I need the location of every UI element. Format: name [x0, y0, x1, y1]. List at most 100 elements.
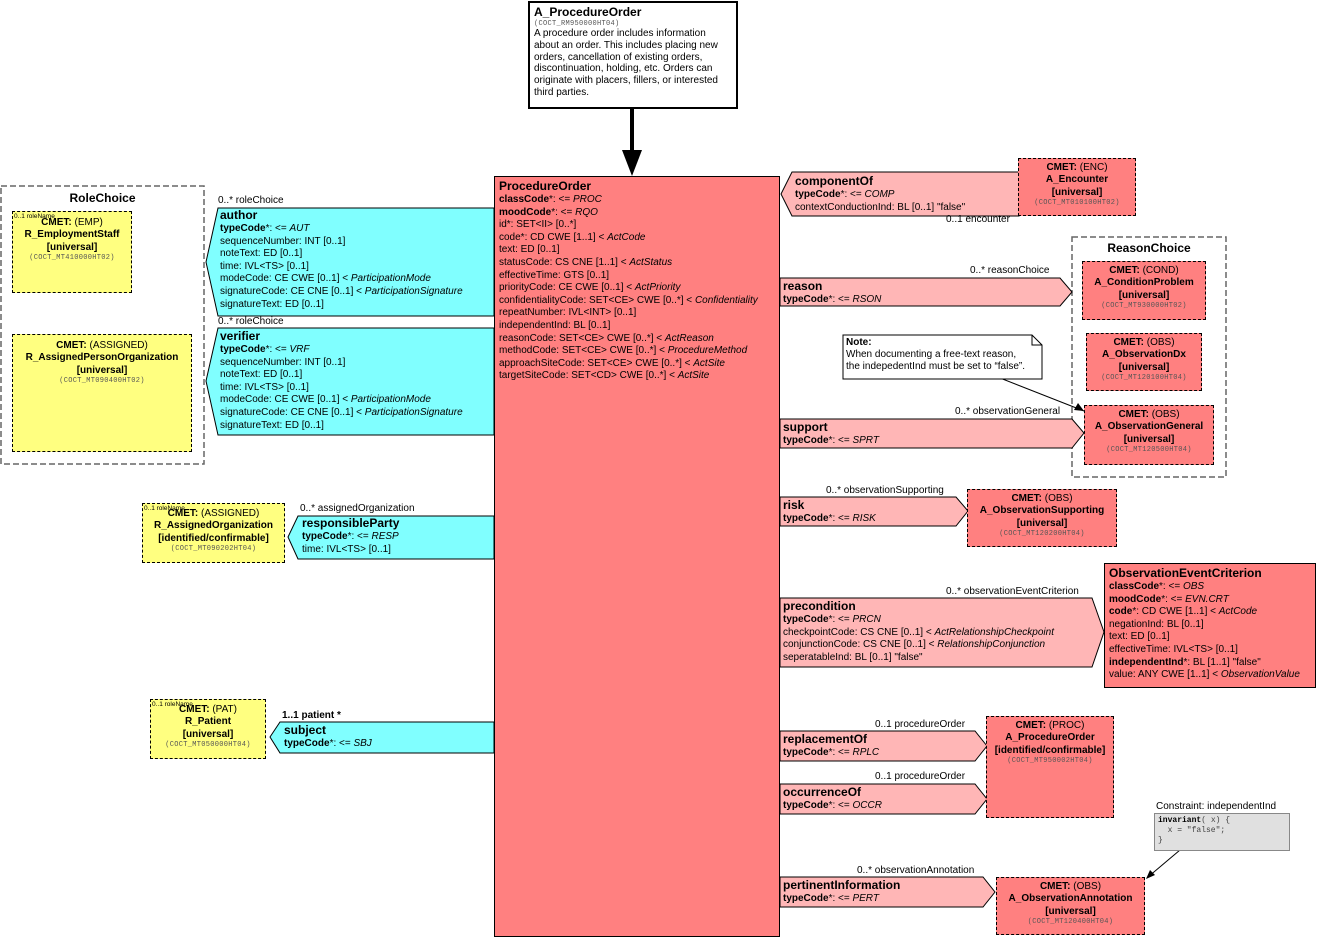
attribute-vocabulary: SBJ — [353, 738, 372, 749]
risk-attributes: typeCode*: <= RISK — [783, 513, 953, 526]
attribute-vocabulary: ActStatus — [629, 256, 673, 268]
risk-title: risk — [783, 498, 805, 512]
attribute-text: *: <= — [1161, 593, 1186, 605]
cmet-name: R_EmploymentStaff — [24, 229, 120, 241]
cmet-name: R_AssignedPersonOrganization — [25, 352, 179, 364]
cmet-observation-general: CMET: (OBS) A_ObservationGeneral [univer… — [1084, 405, 1214, 465]
attribute-text: *: <= — [828, 614, 853, 625]
cmet-code: (COCT_MT090400HT02) — [59, 377, 145, 386]
attribute-text: *: <= — [265, 344, 290, 355]
cmet-flavor: [universal] — [1118, 361, 1170, 373]
cmet-type: (ENC) — [1077, 162, 1108, 173]
attribute-vocabulary: RSON — [852, 294, 882, 305]
attribute-text: *: <= — [840, 189, 865, 200]
attribute-text: modeCode: CE CWE [0..1] < — [220, 273, 351, 285]
cmet-name: A_ObservationGeneral — [1094, 421, 1204, 433]
attribute-row: typeCode*: <= AUT — [220, 223, 492, 236]
attribute-vocabulary: Confidentiality — [694, 294, 758, 306]
attribute-text: modeCode: CE CWE [0..1] < — [220, 394, 351, 406]
reasonchoice-title: ReasonChoice — [1107, 241, 1191, 255]
attribute-text: sequenceNumber: INT [0..1] — [220, 235, 346, 247]
rolename-label: 0..1 roleName — [144, 505, 185, 512]
pertinent-information-multiplicity: 0..* observationAnnotation — [857, 865, 975, 876]
precondition-title: precondition — [783, 599, 856, 613]
attribute-vocabulary: OCCR — [852, 800, 882, 811]
attribute-row: typeCode*: <= PERT — [783, 893, 983, 906]
attribute-text: time: IVL<TS> [0..1] — [220, 381, 309, 393]
attribute-row: effectiveTime: GTS [0..1] — [499, 270, 775, 283]
attribute-text: signatureCode: CE CNE [0..1] < — [220, 406, 365, 418]
cmet-observation-supporting: CMET: (OBS) A_ObservationSupporting [uni… — [967, 489, 1117, 547]
attribute-row: typeCode*: <= COMP — [795, 189, 1020, 202]
cmet-flavor: [identified/confirmable] — [994, 744, 1106, 756]
entry-description-3: orders, cancellation of existing orders, — [534, 51, 703, 63]
attribute-text: contextConductionInd: BL [0..1] "false" — [795, 201, 966, 213]
cmet-type: (ASSIGNED) — [198, 508, 260, 519]
attribute-name: typeCode — [783, 513, 829, 524]
constraint-box: invariant( x) { x = "false"; } — [1154, 813, 1290, 851]
entry-title: A_ProcedureOrder — [534, 5, 642, 19]
attribute-row: signatureCode: CE CNE [0..1] < Participa… — [220, 407, 492, 420]
attribute-row: typeCode*: <= RPLC — [783, 747, 973, 760]
attribute-vocabulary: ParticipationSignature — [364, 406, 463, 418]
attribute-name: typeCode — [783, 747, 829, 758]
attribute-vocabulary: COMP — [864, 189, 895, 200]
entry-description-2: about an order. This includes placing ne… — [534, 39, 718, 51]
cmet-code: (COCT_MT930000HT02) — [1101, 302, 1187, 311]
replacement-of-title: replacementOf — [783, 732, 868, 746]
responsible-party-multiplicity: 0..* assignedOrganization — [300, 503, 415, 514]
attribute-row: time: IVL<TS> [0..1] — [302, 544, 492, 557]
attribute-vocabulary: ParticipationSignature — [364, 285, 463, 297]
cmet-label: CMET: — [1046, 162, 1077, 173]
pertinent-information-title: pertinentInformation — [783, 878, 901, 892]
attribute-text: sequenceNumber: INT [0..1] — [220, 356, 346, 368]
cmet-encounter: CMET: (ENC) A_Encounter [universal] (COC… — [1018, 158, 1136, 216]
subject-multiplicity: 1..1 patient * — [282, 710, 341, 721]
cmet-patient: 0..1 roleName CMET: (PAT) R_Patient [uni… — [150, 699, 266, 759]
attribute-text: effectiveTime: IVL<TS> [0..1] — [1109, 643, 1238, 655]
attribute-row: signatureCode: CE CNE [0..1] < Participa… — [220, 286, 492, 299]
cmet-name: A_ObservationDx — [1102, 349, 1186, 361]
attribute-text: noteText: ED [0..1] — [220, 369, 303, 381]
attribute-vocabulary: RQO — [575, 206, 598, 218]
focal-title: ProcedureOrder — [499, 179, 592, 193]
attribute-text: *: <= — [828, 294, 853, 305]
attribute-vocabulary: ProcedureMethod — [667, 345, 748, 357]
attribute-name: typeCode — [783, 294, 829, 305]
attribute-row: classCode*: <= PROC — [499, 194, 775, 207]
cmet-flavor: [universal] — [46, 241, 98, 253]
entry-code: (COCT_RM950000HT04) — [534, 20, 620, 28]
attribute-text: signatureCode: CE CNE [0..1] < — [220, 285, 365, 297]
constraint-body: x = "false"; — [1158, 826, 1226, 835]
attribute-vocabulary: AUT — [289, 223, 310, 234]
criterion-title: ObservationEventCriterion — [1109, 566, 1262, 580]
attribute-vocabulary: ActSite — [677, 370, 710, 382]
attribute-row: priorityCode: CE CWE [0..1] < ActPriorit… — [499, 282, 775, 295]
attribute-vocabulary: ActSite — [693, 357, 725, 369]
cmet-flavor: [universal] — [1123, 433, 1175, 445]
constraint-title: Constraint: independentInd — [1156, 801, 1277, 812]
attribute-vocabulary: ObservationValue — [1220, 669, 1300, 681]
attribute-text: *: CD CWE [1..1] < — [1132, 606, 1219, 618]
cmet-type: (PAT) — [209, 704, 237, 715]
attribute-row: code*: CD CWE [1..1] < ActCode — [499, 232, 775, 245]
attribute-text: independentInd: BL [0..1] — [499, 319, 611, 331]
cmet-flavor: [universal] — [1016, 517, 1068, 529]
constraint-signature: ( x) { — [1201, 816, 1231, 825]
attribute-text: *: <= — [828, 435, 853, 446]
attribute-text: checkpointCode: CS CNE [0..1] < — [783, 626, 935, 638]
attribute-vocabulary: SPRT — [852, 435, 879, 446]
attribute-vocabulary: ParticipationMode — [350, 394, 431, 406]
cmet-code: (COCT_MT050000HT04) — [165, 741, 251, 750]
attribute-name: moodCode — [1109, 593, 1162, 605]
risk-association: risk typeCode*: <= RISK — [783, 498, 953, 526]
cmet-label: CMET: — [56, 340, 87, 351]
attribute-row: noteText: ED [0..1] — [220, 248, 492, 261]
